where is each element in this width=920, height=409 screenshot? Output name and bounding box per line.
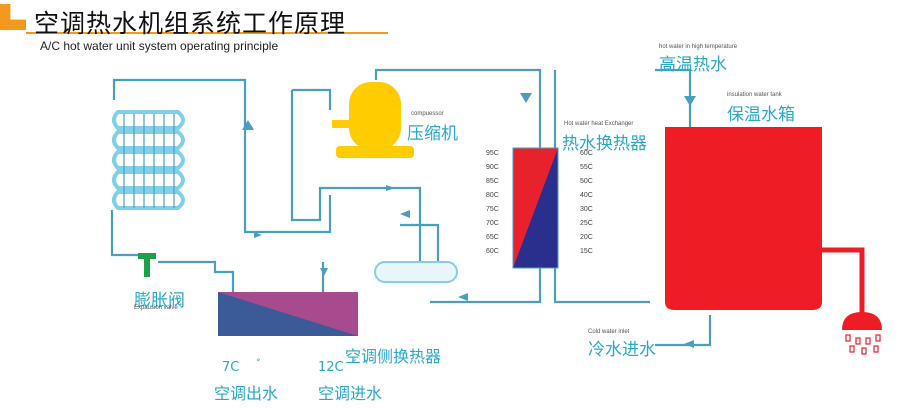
pipe-midline <box>400 223 440 270</box>
temp-left: 95C <box>486 150 499 157</box>
tank-cn-label: 保温水箱 <box>727 105 795 125</box>
coil-icon <box>112 110 185 210</box>
cold-inlet-en-label: Cold water inlet <box>588 329 630 335</box>
separator-cylinder <box>374 261 458 283</box>
ac-out-temp-label: 7C <box>222 360 240 375</box>
pipe-tank-top <box>655 68 692 128</box>
hot-water-cn-label: 高温热水 <box>659 55 727 75</box>
hx-en-label: Hot water heat Exchanger <box>564 121 634 127</box>
temp-left: 60C <box>486 248 499 255</box>
temp-right: 50C <box>580 178 593 185</box>
hx-cn-label: 热水换热器 <box>562 134 647 154</box>
page-title: 空调热水机组系统工作原理 <box>34 9 347 38</box>
pipe-left-down <box>110 210 142 257</box>
valve-en-label: Expausion valve <box>134 305 178 311</box>
compressor-icon <box>332 82 414 158</box>
ac-side-heat-exchanger <box>218 292 358 336</box>
pipe-cold-inlet <box>655 315 712 347</box>
temp-left: 65C <box>486 234 499 241</box>
temp-left: 90C <box>486 164 499 171</box>
tank-en-label: insulation water tank <box>727 92 782 98</box>
arrow-icon <box>458 293 468 301</box>
compressor-cn-label: 压缩机 <box>407 124 458 144</box>
temp-right: 20C <box>580 234 593 241</box>
arrow-icon <box>400 210 410 218</box>
ac-in-cn-label: 空调进水 <box>318 384 383 403</box>
ac-out-cn-label: 空调出水 <box>214 384 279 403</box>
shower-icon <box>842 312 882 355</box>
pipe-comp-discharge <box>374 68 542 304</box>
cold-inlet-cn-label: 冷水进水 <box>588 340 656 360</box>
pipe-valve-right <box>158 260 235 292</box>
valve-icon <box>138 253 156 277</box>
coil-stripes <box>123 114 175 208</box>
temp-left: 75C <box>486 206 499 213</box>
insulation-water-tank <box>665 127 865 320</box>
arrow-icon <box>684 96 696 106</box>
temp-right: 60C <box>580 150 593 157</box>
compressor-en-label: compuessor <box>411 111 444 117</box>
temp-right: 40C <box>580 192 593 199</box>
hot-water-en-label: hot water in high temperature <box>659 44 738 50</box>
arrow-icon <box>320 268 328 276</box>
title-accent-line <box>26 32 388 34</box>
temp-left: 85C <box>486 178 499 185</box>
temp-right: 30C <box>580 206 593 213</box>
arrow-icon <box>386 185 395 191</box>
arrow-icon <box>242 120 254 130</box>
hot-water-heat-exchanger <box>512 147 559 269</box>
valve-cn-label: 膨胀阀 <box>134 291 185 311</box>
degree-mark-in: ° <box>352 358 357 368</box>
temp-right: 15C <box>580 248 593 255</box>
degree-mark-out: ° <box>256 358 261 368</box>
arrow-icon <box>254 232 262 238</box>
arrow-icon <box>520 93 532 103</box>
pipe-left-outer <box>112 78 332 234</box>
arrow-icon <box>684 340 694 348</box>
temps-right-scale: 60C 55C 50C 40C 30C 25C 20C 15C <box>580 150 593 262</box>
temp-right: 25C <box>580 220 593 227</box>
temps-left-scale: 95C 90C 85C 80C 75C 70C 65C 60C <box>486 150 499 262</box>
ac-in-temp-label: 12C <box>318 360 344 375</box>
pipe-comp-inner <box>290 90 422 265</box>
temp-left: 80C <box>486 192 499 199</box>
temp-left: 70C <box>486 220 499 227</box>
pipe-comp-suction <box>292 88 332 110</box>
page-subtitle: A/C hot water unit system operating prin… <box>40 39 279 53</box>
ac-hx-cn-label: 空调侧换热器 <box>345 347 442 366</box>
pipe-hx-top <box>553 70 650 304</box>
temp-right: 55C <box>580 164 593 171</box>
